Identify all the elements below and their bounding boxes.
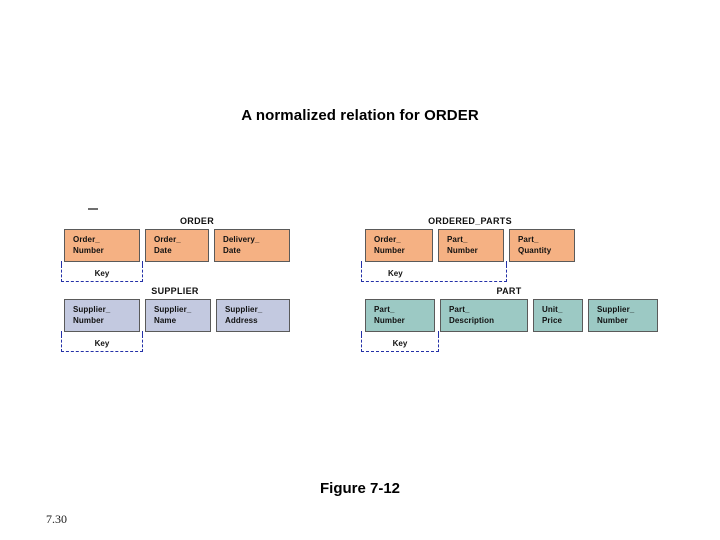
- attribute-line1: Order_: [154, 234, 181, 244]
- attribute-box[interactable]: Part_ Quantity: [509, 229, 575, 262]
- relation-name-order: ORDER: [180, 216, 215, 226]
- attribute-line2: Date: [154, 245, 172, 255]
- attribute-box[interactable]: Order_ Date: [145, 229, 209, 262]
- stray-tick-mark: [88, 208, 98, 210]
- key-bracket-part: Key: [361, 331, 439, 352]
- attribute-line1: Unit_: [542, 304, 563, 314]
- attribute-line2: Number: [447, 245, 478, 255]
- attribute-box[interactable]: Unit_ Price: [533, 299, 583, 332]
- page-number: 7.30: [46, 512, 67, 526]
- attribute-line1: Supplier_: [597, 304, 635, 314]
- attribute-line2: Name: [154, 315, 177, 325]
- attribute-line2: Number: [73, 245, 104, 255]
- attribute-line1: Order_: [73, 234, 100, 244]
- attribute-line1: Part_: [374, 304, 395, 314]
- attribute-box[interactable]: Order_ Number: [64, 229, 140, 262]
- key-bracket-order: Key: [61, 261, 143, 282]
- attribute-box[interactable]: Supplier_ Name: [145, 299, 211, 332]
- relation-name-part: PART: [496, 286, 522, 296]
- attribute-box[interactable]: Supplier_ Address: [216, 299, 290, 332]
- attribute-line2: Number: [597, 315, 628, 325]
- attribute-box[interactable]: Supplier_ Number: [588, 299, 658, 332]
- attribute-row-supplier: Supplier_ Number Supplier_ Name Supplier…: [64, 299, 290, 332]
- figure-caption: Figure 7-12: [319, 480, 401, 497]
- attribute-line2: Address: [225, 315, 258, 325]
- attribute-box[interactable]: Delivery_ Date: [214, 229, 290, 262]
- attribute-line2: Date: [223, 245, 241, 255]
- attribute-line2: Number: [374, 315, 405, 325]
- attribute-row-ordered-parts: Order_ Number Part_ Number Part_ Quantit…: [365, 229, 575, 262]
- relation-name-ordered-parts: ORDERED_PARTS: [428, 216, 512, 226]
- attribute-line1: Part_: [449, 304, 470, 314]
- attribute-line1: Supplier_: [154, 304, 192, 314]
- key-bracket-ordered-parts: Key: [361, 261, 507, 282]
- attribute-box[interactable]: Part_ Number: [365, 299, 435, 332]
- attribute-row-order: Order_ Number Order_ Date Delivery_ Date: [64, 229, 290, 262]
- attribute-row-part: Part_ Number Part_ Description Unit_ Pri…: [365, 299, 658, 332]
- attribute-line2: Number: [374, 245, 405, 255]
- attribute-box[interactable]: Part_ Description: [440, 299, 528, 332]
- attribute-line1: Part_: [447, 234, 468, 244]
- attribute-line1: Supplier_: [225, 304, 263, 314]
- attribute-line1: Part_: [518, 234, 539, 244]
- attribute-line2: Number: [73, 315, 104, 325]
- attribute-line1: Supplier_: [73, 304, 111, 314]
- attribute-line2: Quantity: [518, 245, 552, 255]
- attribute-line2: Description: [449, 315, 495, 325]
- key-bracket-supplier: Key: [61, 331, 143, 352]
- attribute-line2: Price: [542, 315, 563, 325]
- relation-name-supplier: SUPPLIER: [151, 286, 199, 296]
- attribute-line1: Order_: [374, 234, 401, 244]
- attribute-box[interactable]: Part_ Number: [438, 229, 504, 262]
- attribute-box[interactable]: Order_ Number: [365, 229, 433, 262]
- attribute-box[interactable]: Supplier_ Number: [64, 299, 140, 332]
- page-title: A normalized relation for ORDER: [241, 107, 479, 124]
- attribute-line1: Delivery_: [223, 234, 260, 244]
